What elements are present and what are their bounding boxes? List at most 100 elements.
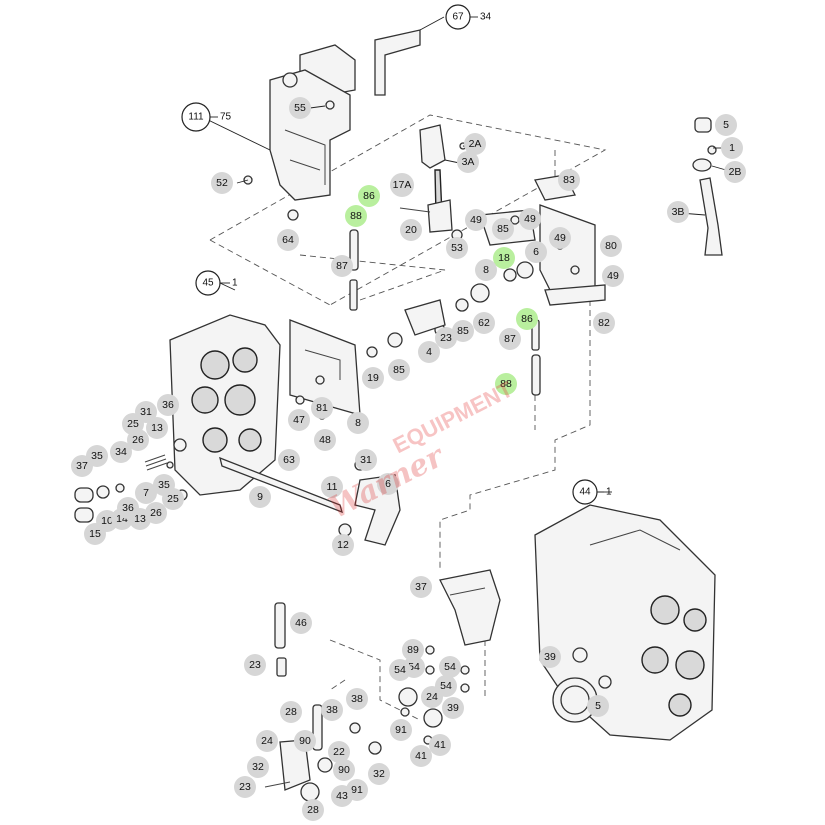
badge-circle xyxy=(493,247,515,269)
part-badge-54: 54 xyxy=(439,656,461,678)
badge-circle xyxy=(724,161,746,183)
part-badge-52: 52 xyxy=(211,172,233,194)
part-badge-2B: 2B xyxy=(724,161,746,183)
part-badge-23: 23 xyxy=(234,776,256,798)
badge-circle xyxy=(135,482,157,504)
badge-circle xyxy=(600,235,622,257)
badge-label: 43 xyxy=(336,790,348,802)
callout-45-suffix: 1 xyxy=(232,278,238,289)
badge-label: 49 xyxy=(554,232,566,244)
badge-label: 85 xyxy=(457,325,469,337)
badge-circle xyxy=(358,185,380,207)
part-badge-6: 6 xyxy=(525,241,547,263)
badge-label: 39 xyxy=(544,651,556,663)
badge-circle xyxy=(321,476,343,498)
badge-label: 10 xyxy=(101,515,113,527)
badge-label: 63 xyxy=(283,454,295,466)
part-badge-39: 39 xyxy=(539,646,561,668)
part-badge-23: 23 xyxy=(244,654,266,676)
badge-label: 53 xyxy=(451,242,463,254)
badge-label: 80 xyxy=(605,240,617,252)
badge-label: 15 xyxy=(89,528,101,540)
part-badge-3A: 3A xyxy=(457,151,479,173)
badge-label: 89 xyxy=(407,644,419,656)
part-badge-22: 22 xyxy=(328,741,350,763)
part-badge-5: 5 xyxy=(715,114,737,136)
badge-circle xyxy=(442,697,464,719)
badge-label: 18 xyxy=(498,252,510,264)
badge-label: 7 xyxy=(143,487,149,499)
part-badge-17A: 17A xyxy=(390,173,414,197)
badge-label: 85 xyxy=(497,223,509,235)
part-badge-63: 63 xyxy=(278,449,300,471)
part-badge-26: 26 xyxy=(127,429,149,451)
badge-circle xyxy=(157,394,179,416)
part-badge-19: 19 xyxy=(362,367,384,389)
part-badge-36: 36 xyxy=(117,497,139,519)
badge-label: 12 xyxy=(337,539,349,551)
upper-bracket-assembly xyxy=(243,29,421,221)
badge-label: 49 xyxy=(470,214,482,226)
part-badge-86: 86 xyxy=(358,185,380,207)
badge-circle xyxy=(402,639,424,661)
badge-circle xyxy=(602,265,624,287)
badge-circle xyxy=(400,219,422,241)
badge-label: 54 xyxy=(394,664,406,676)
part-badge-41: 41 xyxy=(429,734,451,756)
badge-label: 14 xyxy=(116,513,128,525)
badge-label: 81 xyxy=(316,402,328,414)
badge-circle xyxy=(539,646,561,668)
badge-label: 91 xyxy=(351,784,363,796)
part-badge-85: 85 xyxy=(388,359,410,381)
badge-circle xyxy=(377,473,399,495)
badge-circle xyxy=(495,373,517,395)
badge-circle xyxy=(464,133,486,155)
watermark-line-2: EQUIPMENT xyxy=(389,376,517,458)
part-badge-4: 4 xyxy=(418,341,440,363)
badge-label: 48 xyxy=(319,434,331,446)
badge-label: 9 xyxy=(257,491,263,503)
part-badge-90: 90 xyxy=(333,759,355,781)
badge-label: 20 xyxy=(405,224,417,236)
part-badge-89: 89 xyxy=(402,639,424,661)
badge-circle xyxy=(593,312,615,334)
leader-lines xyxy=(201,16,727,493)
part-badge-90: 90 xyxy=(294,730,316,752)
badge-label: 36 xyxy=(162,399,174,411)
badge-label: 90 xyxy=(338,764,350,776)
badge-label: 52 xyxy=(216,177,228,189)
badge-circle xyxy=(667,201,689,223)
part-badge-88: 88 xyxy=(495,373,517,395)
badge-label: 88 xyxy=(350,210,362,222)
badge-circle xyxy=(362,367,384,389)
badge-label: 3A xyxy=(462,156,475,168)
badge-label: 34 xyxy=(115,446,127,458)
part-badge-86: 86 xyxy=(516,308,538,330)
badge-label: 1 xyxy=(729,142,735,154)
badge-label: 36 xyxy=(122,502,134,514)
part-badge-2A: 2A xyxy=(464,133,486,155)
badge-circle xyxy=(249,486,271,508)
badge-label: 13 xyxy=(151,422,163,434)
part-badge-28: 28 xyxy=(302,799,324,821)
part-badge-43: 43 xyxy=(331,785,353,807)
badge-circle xyxy=(549,227,571,249)
badge-label: 83 xyxy=(563,174,575,186)
part-badge-64: 64 xyxy=(277,229,299,251)
part-badge-24: 24 xyxy=(421,686,443,708)
part-badge-53: 53 xyxy=(446,237,468,259)
badge-circle xyxy=(127,429,149,451)
badge-circle xyxy=(410,745,432,767)
badge-label: 28 xyxy=(307,804,319,816)
badge-circle xyxy=(302,799,324,821)
badge-label: 54 xyxy=(408,661,420,673)
part-badge-18: 18 xyxy=(493,247,515,269)
badge-label: 35 xyxy=(91,450,103,462)
part-badge-8: 8 xyxy=(347,412,369,434)
part-badge-55: 55 xyxy=(289,97,311,119)
badge-label: 38 xyxy=(351,693,363,705)
badge-label: 26 xyxy=(132,434,144,446)
badge-label: 62 xyxy=(478,317,490,329)
badge-label: 23 xyxy=(440,332,452,344)
